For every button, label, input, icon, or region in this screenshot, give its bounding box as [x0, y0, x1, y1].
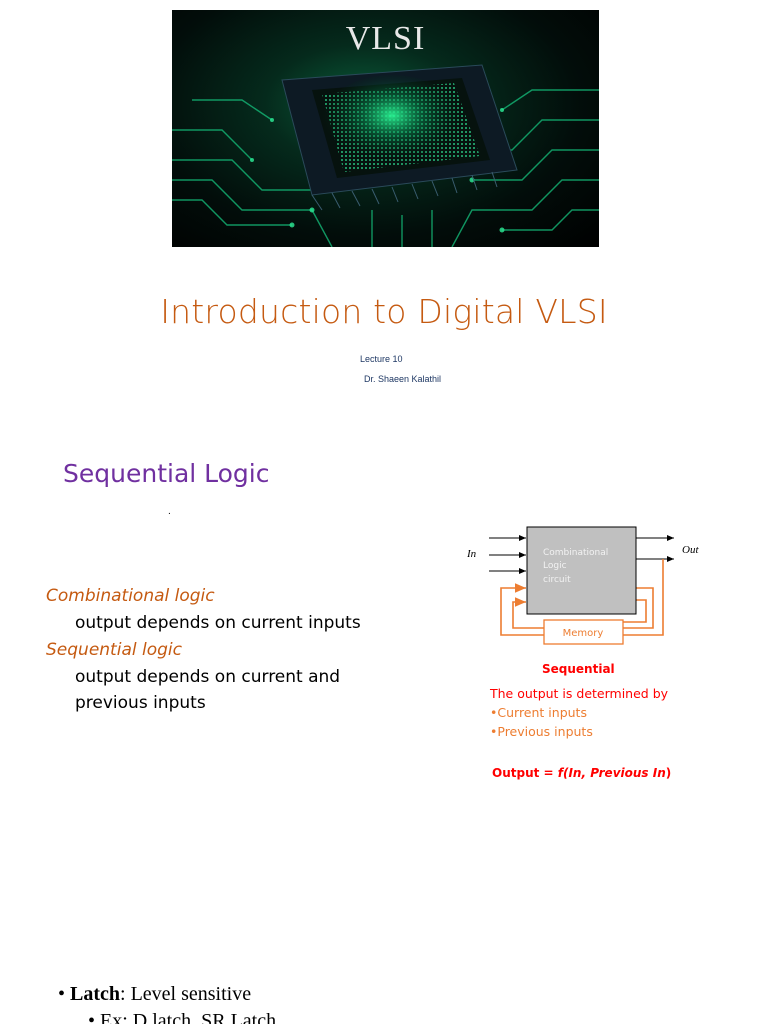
block-label-line1: Combinational	[543, 548, 608, 558]
sequential-description-line1: output depends on current and	[75, 667, 341, 687]
stray-dot: .	[168, 506, 171, 517]
sequential-note-line3: •Previous inputs	[490, 724, 593, 739]
combinational-term: Combinational logic	[46, 586, 215, 606]
block-label-line2: Logic	[543, 561, 567, 571]
output-arrows	[636, 535, 674, 562]
input-label: In	[466, 548, 477, 560]
output-formula: Output = f(In, Previous In)	[492, 766, 671, 780]
sequential-note-line2: •Current inputs	[490, 705, 587, 720]
svg-text:Combinational Logic ci: Combinational Logic circuit	[543, 548, 611, 585]
feedback-loop	[500, 559, 664, 636]
latch-definition: : Level sensitive	[120, 983, 252, 1005]
latch-bullet: • Latch: Level sensitive	[58, 983, 252, 1005]
memory-label: Memory	[563, 628, 604, 639]
sequential-term: Sequential logic	[46, 640, 182, 660]
banner-title: VLSI	[345, 20, 426, 57]
author-name: Dr. Shaeen Kalathil	[364, 374, 442, 384]
formula-prefix: Output =	[492, 766, 558, 780]
sequential-description-line2: previous inputs	[75, 693, 206, 713]
sequential-note-label: Sequential	[542, 662, 615, 676]
presentation-title: Introduction to Digital VLSI	[160, 292, 608, 331]
memory-block	[543, 619, 624, 645]
formula-function: f(In, Previous In	[557, 766, 666, 780]
latch-examples: Ex: D latch, SR Latch	[100, 1010, 277, 1024]
circuit-board-graphic	[172, 64, 599, 247]
latch-term: Latch	[70, 983, 121, 1005]
formula-suffix: )	[665, 766, 672, 780]
block-label-line3: circuit	[543, 575, 571, 585]
latch-example-bullet: • Ex: D latch, SR Latch	[88, 1010, 276, 1024]
combinational-description: output depends on current inputs	[75, 613, 361, 633]
section-heading: Sequential Logic	[63, 459, 270, 488]
lecture-number: Lecture 10	[360, 354, 403, 364]
sequential-circuit-diagram: In Out Combinational Logic circuit Memor…	[466, 526, 699, 645]
combinational-logic-block	[526, 526, 637, 615]
vlsi-banner-image: VLSI	[172, 10, 599, 247]
input-arrows	[489, 535, 526, 574]
sequential-note-line1: The output is determined by	[490, 686, 669, 701]
output-label: Out	[682, 544, 699, 556]
